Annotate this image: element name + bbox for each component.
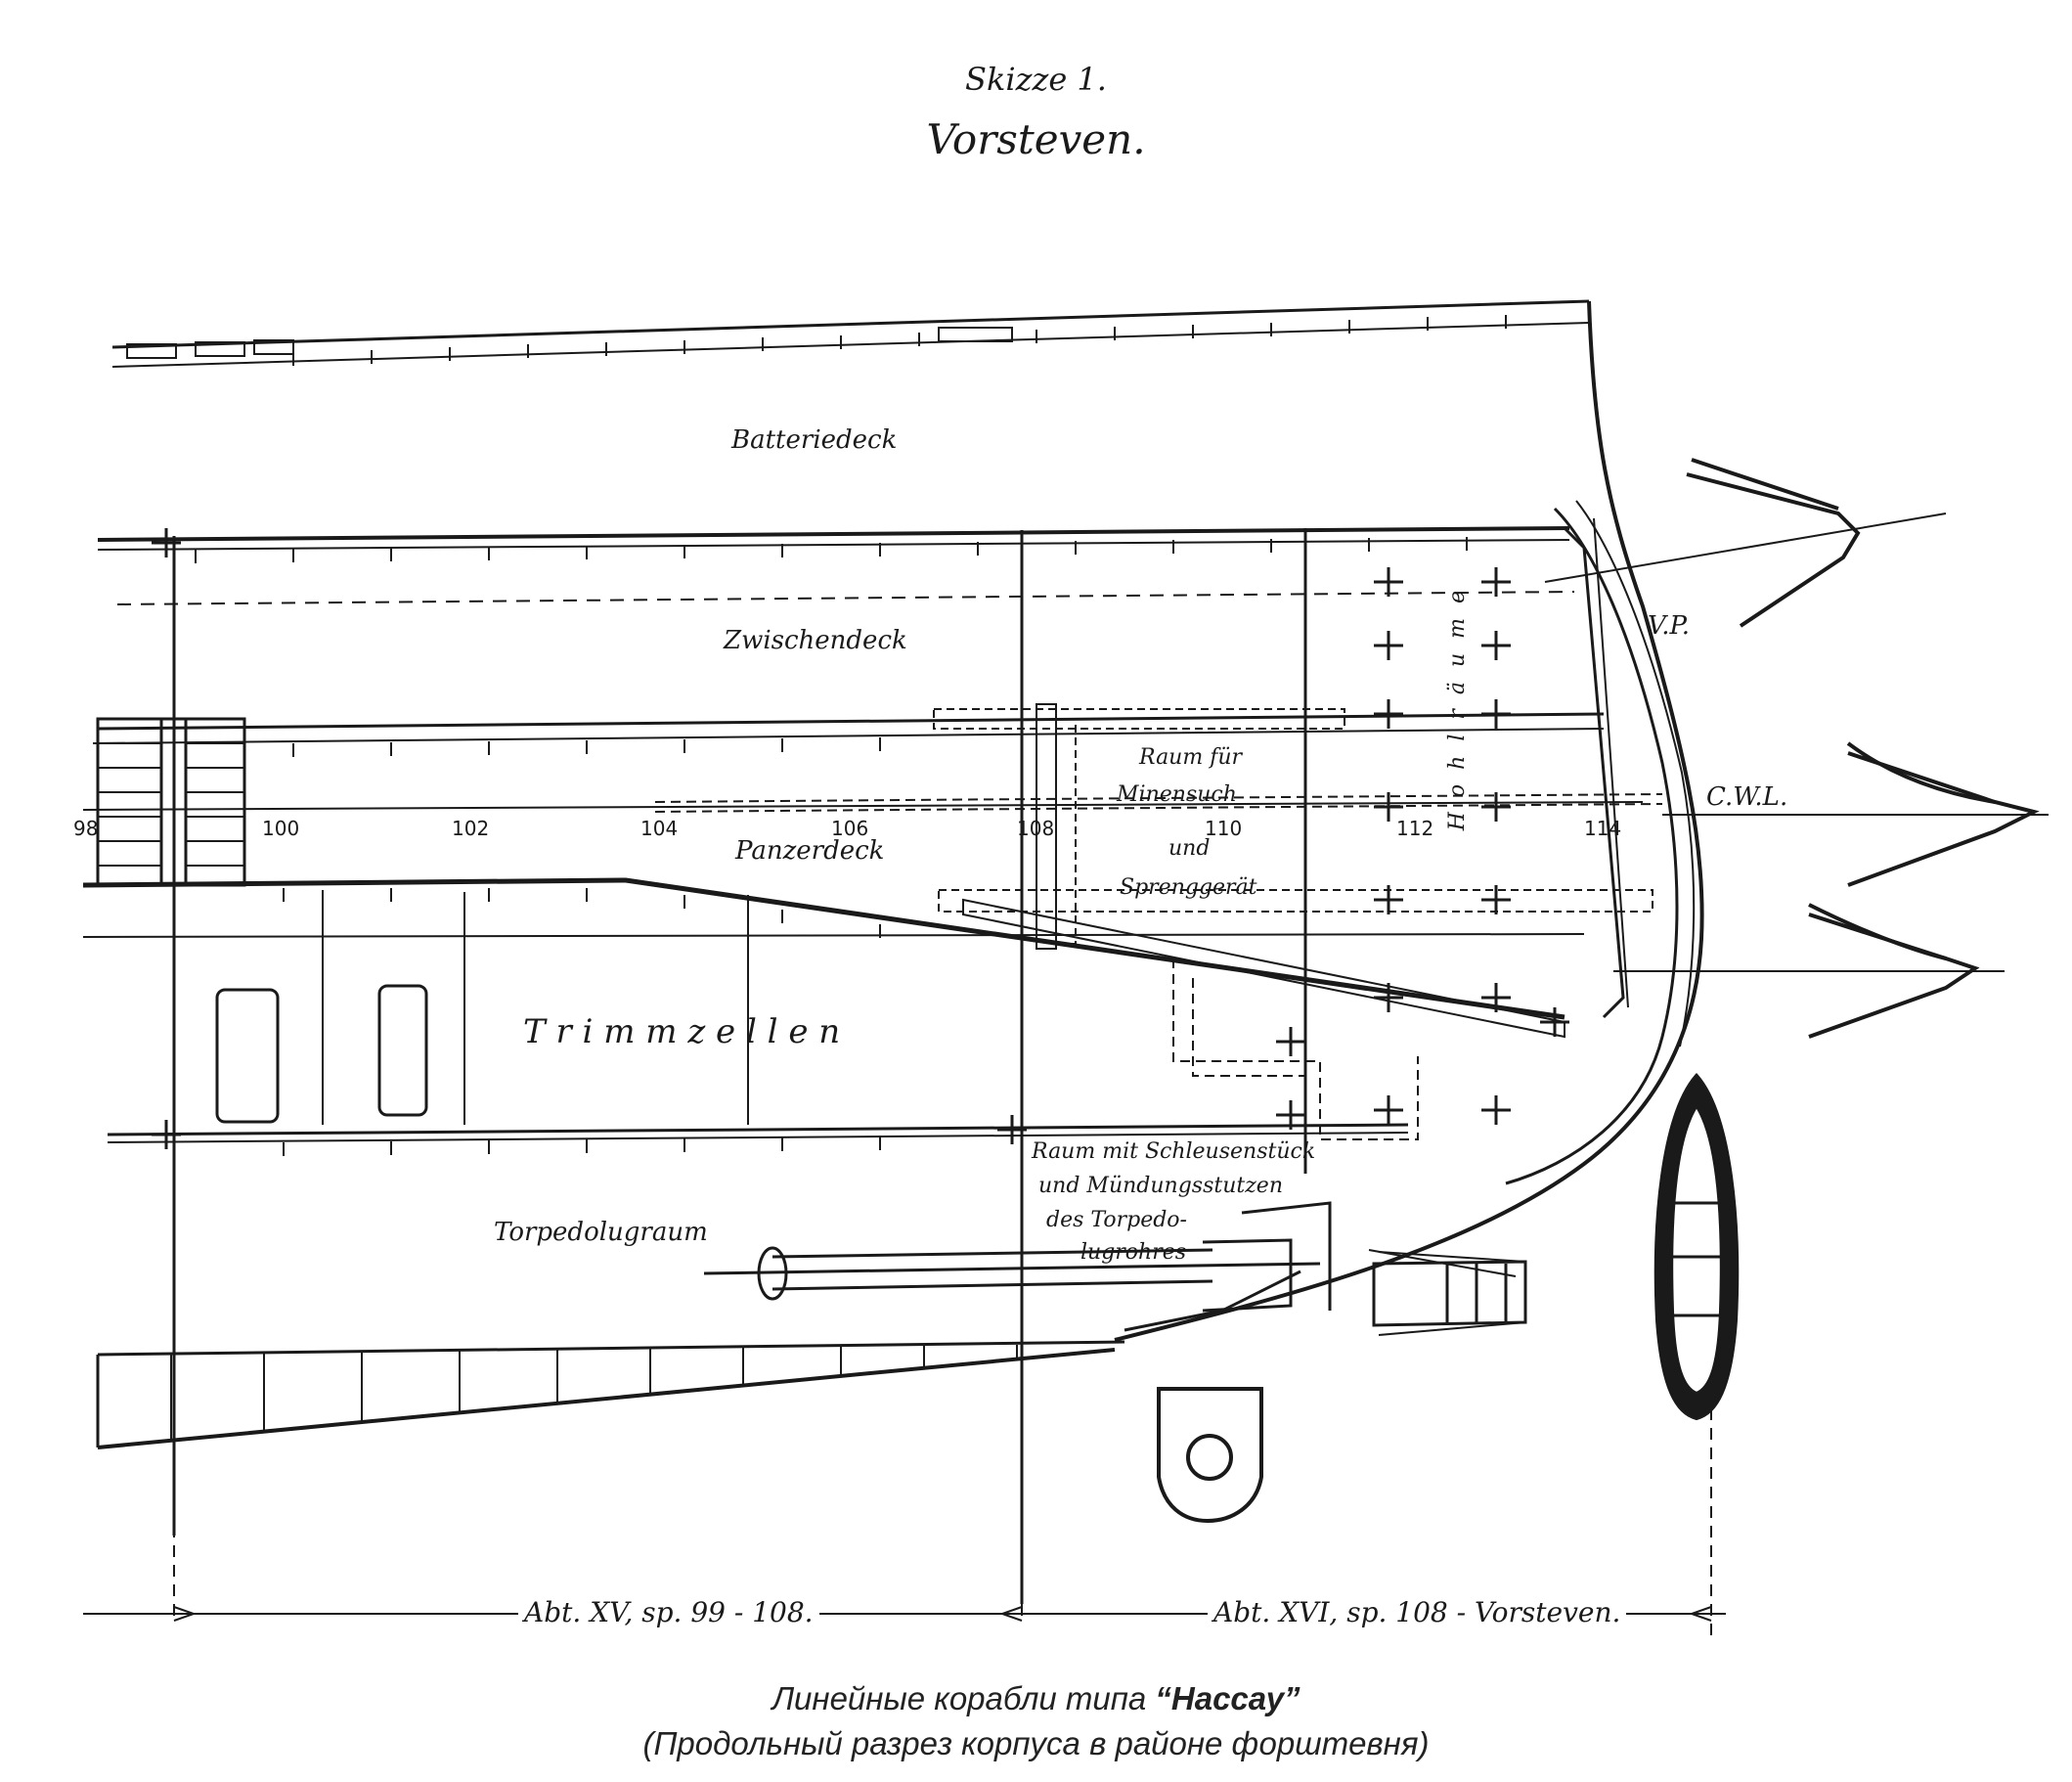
frame-98: 98: [73, 817, 99, 840]
stem-cross-section: [1157, 1387, 1263, 1524]
upper-deck-plates: [126, 327, 1013, 359]
ladder: [96, 717, 246, 887]
label-raum-fuer-1: Raum für: [1139, 745, 1243, 770]
zwischendeck-line: [97, 712, 1605, 731]
label-raum-fuer-4: Sprenggerät: [1120, 875, 1257, 900]
frame-104: 104: [640, 817, 679, 840]
frame-106: 106: [831, 817, 869, 840]
frame-verticals: [172, 528, 1307, 1604]
manhole-1: [215, 988, 280, 1124]
label-cwl: C.W.L.: [1706, 782, 1788, 812]
label-trimmzellen: T r i m m z e l l e n: [523, 1012, 841, 1051]
label-abt-xv: Abt. XV, sp. 99 - 108.: [518, 1596, 819, 1628]
keel-line: [97, 1340, 1125, 1357]
stem-inner: [1505, 507, 1679, 1185]
label-raum-mit-3: des Torpedo-: [1046, 1208, 1187, 1232]
label-torpedo-room: Torpedolugraum: [494, 1218, 708, 1247]
label-hohlraume: H o h l r ä u m e: [1445, 587, 1470, 831]
section-mark-2: [1662, 741, 2049, 887]
caption-ship-name: “Нассау”: [1155, 1680, 1301, 1716]
label-abt-xvi: Abt. XVI, sp. 108 - Vorsteven.: [1208, 1596, 1627, 1628]
armor-deck-slope: [82, 877, 1565, 1020]
frame-102: 102: [452, 817, 490, 840]
label-raum-mit-2: und Mündungsstutzen: [1038, 1174, 1283, 1198]
upper-deck-line: [111, 299, 1590, 349]
manhole-2: [377, 984, 428, 1117]
mine-room: [933, 703, 1653, 1039]
label-vp: V.P.: [1648, 611, 1690, 641]
frame-112: 112: [1396, 817, 1434, 840]
caption-line-2: (Продольный разрез корпуса в районе форш…: [642, 1725, 1430, 1761]
lower-deck-line: [107, 1123, 1409, 1136]
caption-line-1: Линейные корабли типа “Нассау”: [0, 1680, 2072, 1717]
trim-bulkheads: [322, 890, 749, 1125]
frame-110: 110: [1205, 817, 1243, 840]
deck-ticks: [195, 315, 1507, 1156]
label-batteriedeck: Batteriedeck: [731, 425, 898, 455]
frame-108: 108: [1017, 817, 1055, 840]
label-raum-fuer-2: Minensuch: [1117, 782, 1237, 807]
drawing-title: Vorsteven.: [926, 115, 1146, 163]
frame-114: 114: [1584, 817, 1622, 840]
section-mark-1: [1544, 458, 1947, 628]
label-raum-mit-4: lugrohres: [1080, 1240, 1187, 1265]
frame-crosses: [152, 528, 1569, 1149]
panzerdeck-line: [82, 801, 1644, 811]
frame-dashed: [173, 1174, 1712, 1643]
label-zwischendeck: Zwischendeck: [724, 626, 907, 655]
torpedo-tube: [703, 1201, 1332, 1332]
keel-slope: [97, 1348, 1116, 1449]
label-raum-fuer-3: und: [1168, 836, 1211, 861]
section-mark-3: [1613, 903, 2005, 1039]
frame-100: 100: [262, 817, 300, 840]
stem-outline: [1114, 300, 1704, 1342]
stem-plan-section: [1653, 1072, 1740, 1421]
torpedo-tube-detail: [1368, 1249, 1527, 1336]
battery-deck-line: [97, 526, 1570, 542]
label-raum-mit-1: Raum mit Schleusenstück: [1032, 1139, 1316, 1164]
keel-plate-divisions: [170, 1345, 1018, 1440]
torpedo-chamber: [1172, 958, 1419, 1140]
caption-prefix: Линейные корабли типа: [771, 1680, 1156, 1716]
sketch-number: Skizze 1.: [965, 61, 1107, 98]
label-panzerdeck: Panzerdeck: [735, 836, 885, 866]
